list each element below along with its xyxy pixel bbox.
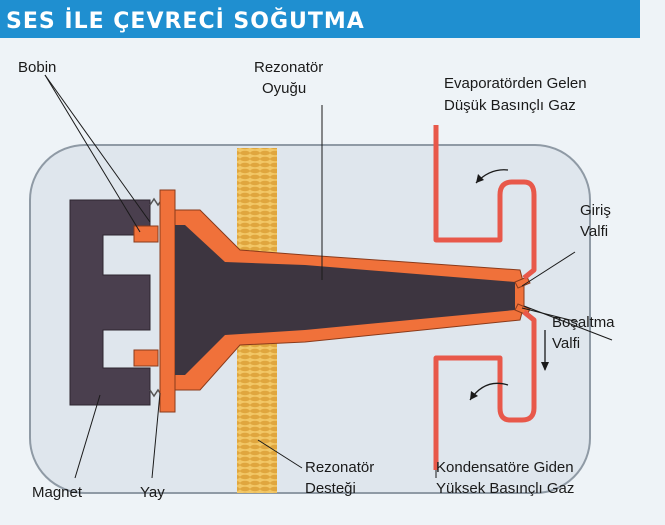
page-title: SES İLE ÇEVRECİ SOĞUTMA: [6, 8, 365, 34]
label-bobin: Bobin: [18, 59, 56, 76]
label-magnet: Magnet: [32, 484, 83, 501]
label-evaporator-2: Düşük Basınçlı Gaz: [444, 97, 576, 114]
label-evaporator-1: Evaporatörden Gelen: [444, 75, 587, 92]
outlet-pipe: [433, 310, 537, 470]
bosaltma-valfi-leader: [521, 307, 579, 323]
yay-leader: [151, 392, 161, 479]
label-yay: Yay: [140, 484, 165, 501]
label-bosaltma-1: Boşaltma: [552, 314, 615, 331]
inlet-valve: [514, 276, 531, 289]
label-rezonator-destegi-2: Desteği: [305, 480, 356, 497]
inlet-pipe: [433, 125, 537, 280]
label-giris-1: Giriş: [580, 202, 611, 219]
coil-top: [133, 225, 159, 243]
rezonator-destegi-leader: [257, 439, 303, 469]
bobin-leader: [44, 74, 141, 233]
inflow-arrow-head: [476, 174, 484, 183]
bobin-leader-2: [44, 74, 151, 223]
magnet-leader: [74, 394, 101, 479]
label-rezonator-oyugu-1: Rezonatör: [254, 59, 323, 76]
title-bar: [0, 0, 640, 38]
coil-bottom: [133, 349, 159, 367]
label-kondensator-2: Yüksek Basınçlı Gaz: [436, 480, 574, 497]
resonator-flange: [159, 189, 176, 413]
label-giris-2: Valfi: [580, 223, 608, 240]
outflow-arrow-head: [541, 362, 549, 371]
giris-valfi-leader: [521, 251, 576, 287]
label-rezonator-oyugu-2: Oyuğu: [262, 80, 306, 97]
label-bosaltma-2: Valfi: [552, 335, 580, 352]
label-kondensator-1: Kondensatöre Giden: [436, 459, 574, 476]
return-arrow-head: [470, 391, 478, 400]
label-rezonator-destegi-1: Rezonatör: [305, 459, 374, 476]
resonator-cavity: [175, 225, 515, 375]
bosaltma-valfi-leader-2: [523, 305, 613, 341]
